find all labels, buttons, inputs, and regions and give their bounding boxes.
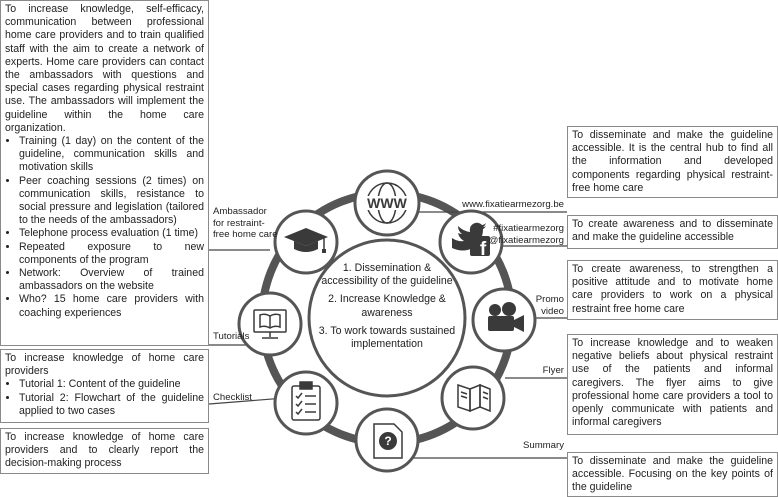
center-circle <box>307 238 467 398</box>
monitor-book-icon <box>253 309 287 339</box>
website-description: To disseminate and make the guideline ac… <box>572 129 773 194</box>
list-item: Network: Overview of trained ambassadors… <box>19 267 204 293</box>
svg-text:WWW: WWW <box>367 195 407 211</box>
promo-description: To create awareness, to strengthen a pos… <box>572 263 773 315</box>
flyer-icon <box>457 383 491 413</box>
checklist-description: To increase knowledge of home care provi… <box>5 431 204 470</box>
ambassador-bullets: Training (1 day) on the content of the g… <box>5 135 204 320</box>
summary-description: To disseminate and make the guideline ac… <box>572 455 773 494</box>
summary-box: To disseminate and make the guideline ac… <box>567 452 778 497</box>
goal-dissemination: 1. Dissemination & accessibility of the … <box>321 262 453 288</box>
www-globe-icon: WWW <box>364 182 410 224</box>
question-document-icon: ? <box>373 423 403 459</box>
graduation-cap-icon <box>284 228 328 253</box>
social-box: To create awareness and to disseminate a… <box>567 215 778 249</box>
tutorials-box: To increase knowledge of home care provi… <box>0 349 209 423</box>
promo-label: Promo video <box>535 294 564 317</box>
website-label: www.fixatiearmezorg.be <box>462 199 564 210</box>
list-item: Peer coaching sessions (2 times) on comm… <box>19 175 204 228</box>
promo-box: To create awareness, to strengthen a pos… <box>567 260 778 320</box>
video-camera-icon <box>488 302 524 332</box>
list-item: Training (1 day) on the content of the g… <box>19 135 204 175</box>
center-goals: 1. Dissemination & accessibility of the … <box>318 262 456 356</box>
tutorials-description: To increase knowledge of home care provi… <box>5 352 204 378</box>
twitter-facebook-icon: f <box>452 222 490 260</box>
node-checklist <box>273 370 339 436</box>
node-flyer <box>440 365 506 431</box>
list-item: Repeated exposure to new components of t… <box>19 241 204 267</box>
social-label: #fixatiearmezorg @fixatiearmezorg <box>488 223 564 246</box>
list-item: Who? 15 home care providers with coachin… <box>19 293 204 319</box>
flyer-description: To increase knowledge and to weaken nega… <box>572 337 773 429</box>
flyer-label: Flyer <box>542 365 564 376</box>
goal-knowledge: 2. Increase Knowledge & awareness <box>328 293 446 319</box>
checklist-label: Checklist <box>213 392 252 403</box>
list-item: Tutorial 2: Flowchart of the guideline a… <box>19 392 204 418</box>
ambassador-description: To increase knowledge, self-efficacy, co… <box>5 3 204 134</box>
list-item: Telephone process evaluation (1 time) <box>19 227 204 240</box>
list-item: Tutorial 1: Content of the guideline <box>19 378 204 391</box>
social-description: To create awareness and to disseminate a… <box>572 218 773 244</box>
goal-implementation: 3. To work towards sustained implementat… <box>318 324 456 351</box>
clipboard-checklist-icon <box>291 381 321 421</box>
ambassador-box: To increase knowledge, self-efficacy, co… <box>0 0 209 346</box>
summary-label: Summary <box>522 440 564 451</box>
checklist-box: To increase knowledge of home care provi… <box>0 428 209 474</box>
svg-text:?: ? <box>384 434 391 448</box>
tutorials-label: Tutorials <box>213 331 250 342</box>
tutorials-bullets: Tutorial 1: Content of the guideline Tut… <box>5 378 204 418</box>
flyer-box: To increase knowledge and to weaken nega… <box>567 334 778 435</box>
ambassador-label: Ambassador for restraint- free home care <box>213 206 278 240</box>
svg-text:f: f <box>480 239 487 260</box>
website-box: To disseminate and make the guideline ac… <box>567 126 778 198</box>
